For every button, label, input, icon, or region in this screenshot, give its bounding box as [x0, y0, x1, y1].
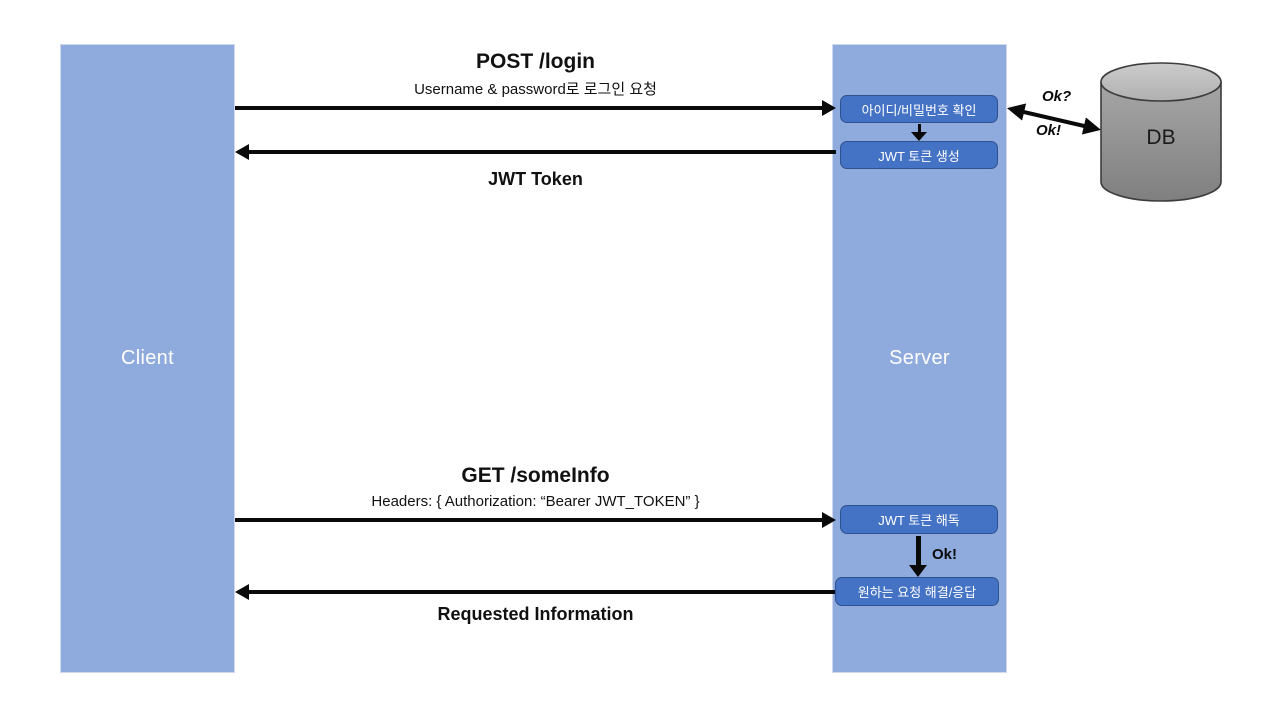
step-decode-jwt: JWT 토큰 해독 [840, 505, 998, 534]
info-request-title: GET /someInfo [461, 464, 610, 487]
database-cylinder-icon [1100, 62, 1222, 202]
arrow-line [247, 150, 836, 154]
info-request-subtitle: Headers: { Authorization: “Bearer JWT_TO… [371, 493, 700, 510]
arrow-line [235, 518, 824, 522]
jwt-token-arrow [235, 144, 836, 160]
server-db-arrow [1007, 103, 1101, 135]
arrow-head-down-icon [909, 565, 927, 577]
db-confirm-note: Ok! [1036, 122, 1062, 139]
db-check-note: Ok? [1042, 88, 1072, 105]
step-verify-credentials: 아이디/비밀번호 확인 [840, 95, 998, 123]
arrow-head-right-icon [822, 100, 836, 116]
arrow-head-right-icon [822, 512, 836, 528]
arrow-line [235, 106, 824, 110]
info-request-arrow [235, 512, 836, 528]
step1-to-step2-arrow [911, 124, 927, 141]
step-resolve-request: 원하는 요청 해결/응답 [835, 577, 999, 606]
arrow-line [247, 590, 836, 594]
db-label: DB [1146, 126, 1176, 149]
jwt-token-title: JWT Token [488, 169, 583, 189]
login-request-title: POST /login [476, 50, 595, 73]
info-response-title: Requested Information [437, 604, 634, 624]
server-label: Server [889, 347, 950, 369]
step-create-jwt: JWT 토큰 생성 [840, 141, 998, 169]
info-response-arrow [235, 584, 836, 600]
client-node: Client [60, 44, 235, 673]
decode-ok-note: Ok! [932, 546, 958, 563]
client-label: Client [121, 347, 174, 369]
arrow-head-left-icon [235, 144, 249, 160]
arrow-head-down-icon [911, 132, 927, 141]
arrow-line [915, 536, 921, 566]
arrow-line [917, 124, 921, 133]
decode-to-respond-arrow [909, 536, 927, 577]
login-request-arrow [235, 100, 836, 116]
arrow-head-left-icon [235, 584, 249, 600]
login-request-subtitle: Username & password로 로그인 요청 [414, 81, 657, 98]
